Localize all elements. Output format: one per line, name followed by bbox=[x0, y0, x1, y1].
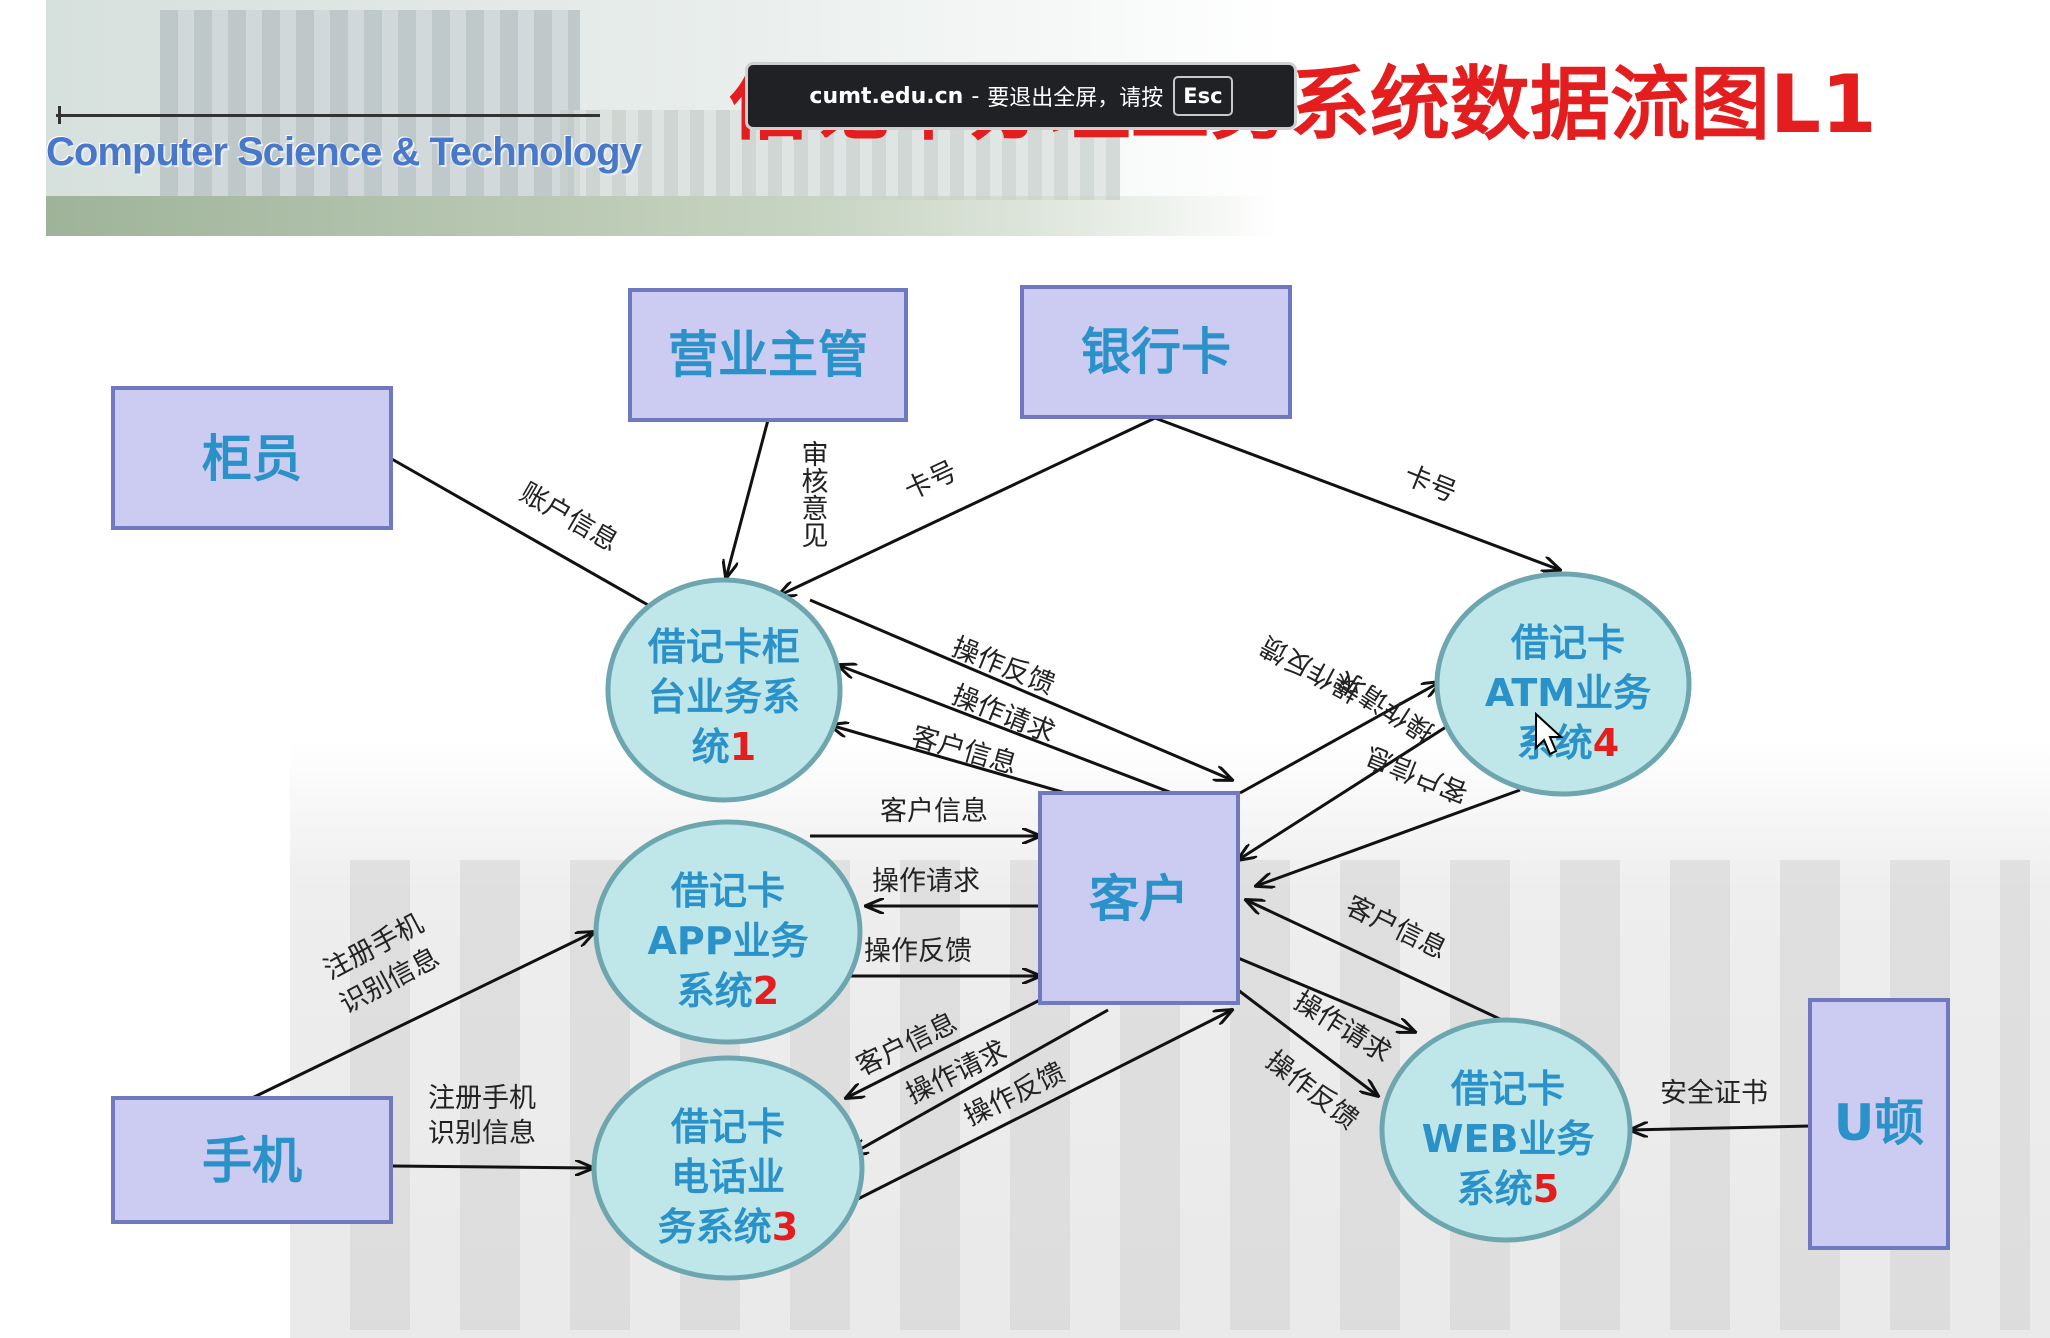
process-label-web-3: 系统5 bbox=[1457, 1167, 1559, 1211]
process-label-app-3: 系统2 bbox=[677, 969, 779, 1013]
process-circle-app bbox=[593, 819, 863, 1045]
fullscreen-exit-toast: cumt.edu.cn - 要退出全屏，请按 Esc bbox=[745, 62, 1297, 130]
arrow-customer-tel-request bbox=[850, 1008, 1109, 1155]
flow-label-card-atm: 卡号 bbox=[1399, 460, 1461, 509]
toast-message: 要退出全屏，请按 bbox=[987, 86, 1164, 111]
process-circle-counter bbox=[605, 577, 843, 803]
process-label-atm-3: 系统4 bbox=[1517, 721, 1619, 765]
banner-rule bbox=[56, 114, 600, 117]
process-circle-web bbox=[1379, 1017, 1633, 1243]
process-label-atm-1: 借记卡 bbox=[1510, 621, 1625, 665]
flow-label-web-feedback: 操作反馈 bbox=[1260, 1045, 1364, 1136]
entity-label-bankcard: 银行卡 bbox=[1081, 323, 1231, 381]
process-label-atm-2: ATM业务 bbox=[1485, 671, 1651, 715]
arrow-tel-customer-feedback bbox=[845, 1010, 1232, 1207]
flow-label-phone-tel-line1: 注册手机 bbox=[428, 1083, 536, 1114]
process-label-tel-3: 务系统3 bbox=[658, 1205, 798, 1249]
mouse-cursor-icon bbox=[1535, 711, 1564, 756]
process-label-web-1: 借记卡 bbox=[1450, 1067, 1565, 1111]
arrow-counter-customer-feedback bbox=[809, 598, 1232, 780]
flow-label-card-counter: 卡号 bbox=[900, 455, 962, 506]
banner-lawn bbox=[46, 196, 1276, 236]
process-label-tel-1: 借记卡 bbox=[670, 1105, 785, 1149]
arrow-atm-customer-request bbox=[1238, 716, 1461, 860]
process-circle-tel bbox=[591, 1055, 865, 1281]
banner-building-image bbox=[160, 10, 580, 200]
process-label-counter-2: 台业务系 bbox=[648, 675, 800, 719]
flow-label-phone-tel-line2: 识别信息 bbox=[428, 1118, 536, 1149]
flow-label-atm-info: 客户信息 bbox=[1361, 739, 1473, 808]
entity-label-ushield: U顿 bbox=[1834, 1094, 1925, 1152]
arrow-card-counter bbox=[778, 416, 1156, 596]
flow-label-teller-account: 账户信息 bbox=[515, 477, 624, 558]
flow-label-web-request: 操作请求 bbox=[1288, 986, 1396, 1070]
entity-box-customer bbox=[1038, 791, 1240, 1005]
process-label-web-2: WEB业务 bbox=[1422, 1117, 1595, 1161]
arrow-ushield-web bbox=[1630, 1126, 1811, 1130]
arrow-atm-customer-info bbox=[1256, 788, 1521, 886]
flow-label-app-info: 客户信息 bbox=[880, 796, 988, 827]
process-label-counter-1: 借记卡柜 bbox=[647, 625, 800, 669]
entity-box-bankcard bbox=[1020, 285, 1292, 419]
arrow-web-customer-info bbox=[1246, 900, 1503, 1022]
process-label-app-1: 借记卡 bbox=[670, 869, 785, 913]
arrow-teller-counter bbox=[389, 456, 649, 607]
entity-label-teller: 柜员 bbox=[202, 430, 302, 488]
arrow-phone-tel bbox=[391, 1166, 593, 1168]
banner-caption: Computer Science & Technology bbox=[46, 130, 642, 174]
flow-label-web-info: 客户信息 bbox=[1341, 890, 1452, 965]
entity-label-supervisor: 营业主管 bbox=[668, 326, 868, 384]
toast-separator: - bbox=[971, 83, 980, 109]
arrow-customer-counter-info bbox=[830, 725, 1091, 802]
flow-label-supervisor-audit: 审核意见 bbox=[797, 440, 829, 548]
arrow-supervisor-counter bbox=[726, 419, 770, 578]
entity-box-teller bbox=[111, 386, 393, 530]
entity-box-supervisor bbox=[628, 288, 908, 422]
entity-label-customer: 客户 bbox=[1089, 870, 1189, 928]
arrow-phone-app bbox=[251, 932, 594, 1100]
arrow-customer-tel-info bbox=[846, 998, 1041, 1098]
flow-label-app-feedback: 操作反馈 bbox=[864, 936, 972, 967]
arrow-customer-web-feedback bbox=[1237, 988, 1378, 1096]
arrow-customer-web-request bbox=[1237, 956, 1415, 1032]
flow-label-cert: 安全证书 bbox=[1660, 1078, 1768, 1109]
flow-label-app-request: 操作请求 bbox=[872, 866, 980, 897]
process-label-counter-3: 统1 bbox=[692, 725, 756, 769]
flow-arrows bbox=[251, 416, 1811, 1207]
esc-key-button[interactable]: Esc bbox=[1173, 76, 1233, 116]
arrow-customer-atm-feedback bbox=[1239, 682, 1440, 795]
process-label-app-2: APP业务 bbox=[647, 919, 808, 963]
entity-box-phone bbox=[111, 1096, 393, 1224]
toast-domain: cumt.edu.cn bbox=[809, 83, 964, 109]
arrow-customer-counter-request bbox=[838, 665, 1186, 800]
process-circle-atm bbox=[1434, 571, 1692, 797]
entity-label-phone: 手机 bbox=[202, 1132, 302, 1190]
process-label-tel-2: 电话业 bbox=[671, 1155, 785, 1199]
banner-rule-tick bbox=[58, 106, 61, 124]
entity-box-ushield bbox=[1808, 998, 1950, 1250]
arrow-card-atm bbox=[1154, 416, 1560, 570]
